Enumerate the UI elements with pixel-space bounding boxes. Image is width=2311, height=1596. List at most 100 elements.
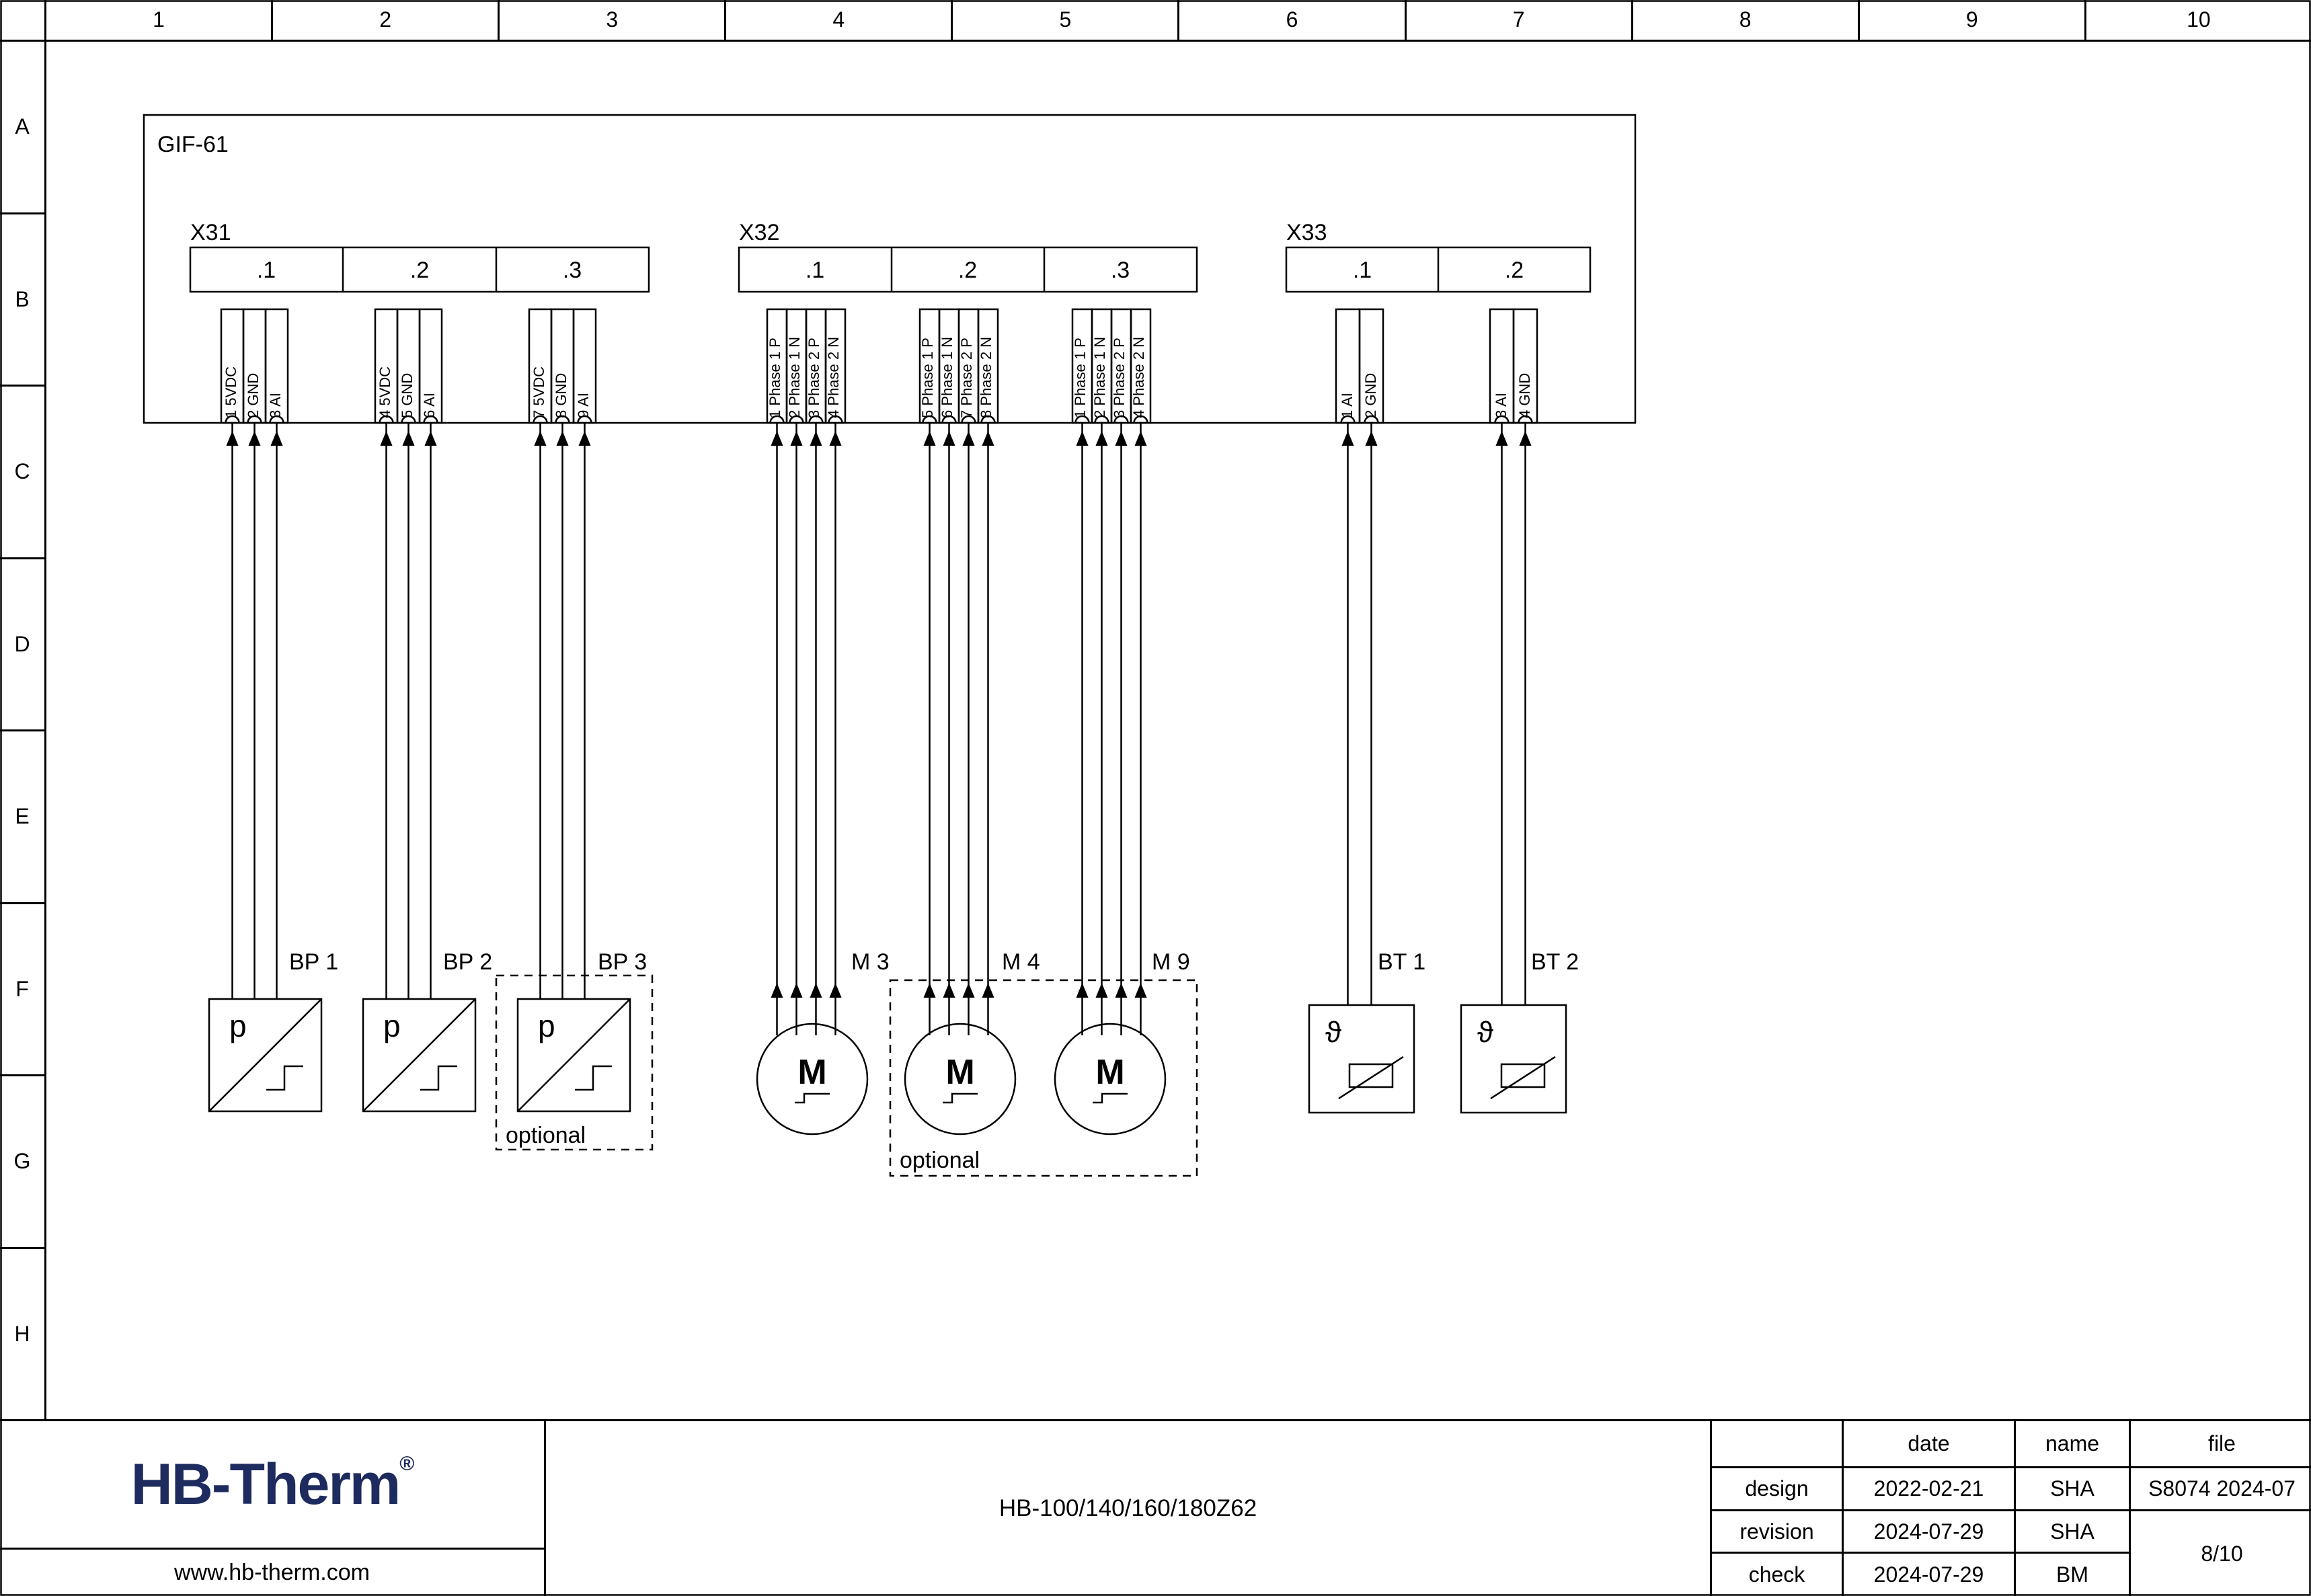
temperature-symbol: ϑ (1325, 1016, 1341, 1049)
pin-label: 3 Phase 2 P (1111, 337, 1128, 418)
ruler-corner (0, 0, 46, 40)
connector-x33: X33 .1 .2 1 AI 2 GND 3 AI 4 GND (1285, 220, 1592, 424)
group-label: .1 (806, 257, 824, 283)
pin-label: 4 GND (1516, 373, 1533, 418)
grid-column-label: 10 (2187, 7, 2211, 32)
pin-label: 6 AI (421, 393, 438, 418)
pressure-symbol: p (538, 1008, 555, 1043)
title-block: HB-Therm® www.hb-therm.com HB-100/140/16… (0, 1419, 2311, 1596)
motor-symbol: M (945, 1053, 974, 1092)
grid-row-label: D (0, 559, 46, 731)
pressure-symbol: p (229, 1008, 247, 1043)
row-label-revision: revision (1712, 1509, 1842, 1552)
revision-table: date name file design 2022-02-21 SHA S80… (1710, 1421, 2311, 1596)
pin-label: 4 Phase 2 N (1130, 337, 1147, 418)
revision-date: 2024-07-29 (1842, 1509, 2014, 1552)
row-label-design: design (1712, 1466, 1842, 1509)
connector-name: X33 (1286, 220, 1327, 245)
device-m4: M M 4 (904, 949, 1040, 1135)
pin-label: 2 Phase 1 N (1091, 337, 1108, 418)
column-header-date: date (1842, 1421, 2014, 1466)
device-label-m4: M 4 (1002, 949, 1040, 975)
connector-name: X31 (190, 220, 231, 245)
connector-name: X32 (739, 220, 780, 245)
pin-label: 3 AI (267, 393, 284, 418)
device-bt1: ϑ BT 1 (1308, 949, 1425, 1114)
grid-row-label: A (0, 42, 46, 214)
page-number: 8/10 (2129, 1509, 2311, 1596)
group-label: .2 (958, 257, 977, 283)
optional-box-bp3 (495, 974, 654, 1151)
pin-label: 9 AI (575, 393, 592, 418)
grid-row-label: H (0, 1248, 46, 1419)
device-bt2: ϑ BT 2 (1460, 949, 1579, 1114)
pin-label: 7 5VDC (531, 366, 547, 418)
revision-name: SHA (2014, 1509, 2129, 1552)
device-label-bp2: BP 2 (443, 949, 492, 975)
website-link[interactable]: www.hb-therm.com (0, 1548, 544, 1596)
group-label: .3 (563, 257, 582, 283)
logo-cell: HB-Therm® www.hb-therm.com (0, 1421, 546, 1596)
grid-column-label: 5 (953, 0, 1180, 40)
grid-row-label: F (0, 904, 46, 1076)
gif61-frame: GIF-61 (143, 114, 1637, 424)
registered-mark: ® (399, 1453, 414, 1475)
group-label: .1 (257, 257, 276, 283)
connector-x31: X31 .1 .2 .3 1 5VDC 2 GND 3 AI 4 5VDC 5 … (189, 220, 650, 424)
motor-plug-arrows (771, 983, 1147, 998)
optional-group-motors: optional (889, 979, 1198, 1177)
optional-label: optional (506, 1123, 586, 1148)
optional-label: optional (900, 1148, 980, 1173)
device-label-bt2: BT 2 (1531, 949, 1579, 975)
grid-column-label: 9 (1860, 0, 2086, 40)
pin-label: 4 Phase 2 N (825, 337, 842, 418)
motor-symbol: M (797, 1053, 826, 1092)
device-label-bt1: BT 1 (1378, 949, 1425, 975)
device-label-bp3: BP 3 (598, 949, 647, 975)
pin-label: 8 Phase 2 N (978, 337, 994, 418)
grid-row-label: C (0, 387, 46, 559)
device-label-bp1: BP 1 (289, 949, 338, 975)
check-name: BM (2014, 1552, 2129, 1596)
wires-x32 (776, 423, 1142, 1035)
pin-label: 1 Phase 1 P (1072, 337, 1089, 418)
group-label: .3 (1111, 257, 1130, 283)
grid-column-label: 7 (1407, 0, 1633, 40)
hb-therm-logo: HB-Therm® (0, 1421, 544, 1548)
row-label-check: check (1712, 1552, 1842, 1596)
motor-symbol: M (1095, 1053, 1124, 1092)
pin-label: 8 GND (553, 373, 570, 418)
column-header-file: file (2129, 1421, 2311, 1466)
grid-column-label: 2 (273, 0, 500, 40)
row-ruler: A B C D E F G H (0, 42, 46, 1419)
pin-label: 1 5VDC (223, 366, 239, 418)
grid-column-label: 6 (1179, 0, 1407, 40)
pin-label: 4 5VDC (377, 366, 393, 418)
pin-label: 1 Phase 1 P (767, 337, 783, 418)
device-label-m3: M 3 (851, 949, 890, 975)
logo-text: HB-Therm (130, 1451, 401, 1517)
device-m9: M M 9 (1054, 949, 1190, 1135)
grid-column-label: 8 (1633, 0, 1860, 40)
group-label: .1 (1353, 257, 1372, 283)
pin-label: 3 AI (1493, 393, 1510, 418)
device-bp2: p BP 2 (362, 949, 492, 1113)
device-m3: M M 3 (756, 949, 890, 1135)
pin-label: 2 GND (1362, 373, 1379, 418)
check-date: 2024-07-29 (1842, 1552, 2014, 1596)
pin-label: 6 Phase 1 N (939, 337, 955, 418)
design-name: SHA (2014, 1466, 2129, 1509)
group-label: .2 (410, 257, 429, 283)
pin-label: 1 AI (1339, 393, 1356, 418)
grid-row-label: B (0, 214, 46, 387)
pin-label: 5 Phase 1 P (919, 337, 936, 418)
device-bp3: p BP 3 optional (495, 949, 654, 1151)
pin-label: 5 GND (399, 373, 416, 418)
grid-column-label: 4 (726, 0, 953, 40)
frame-label: GIF-61 (157, 132, 229, 157)
grid-column-label: 3 (500, 0, 727, 40)
design-date: 2022-02-21 (1842, 1466, 2014, 1509)
